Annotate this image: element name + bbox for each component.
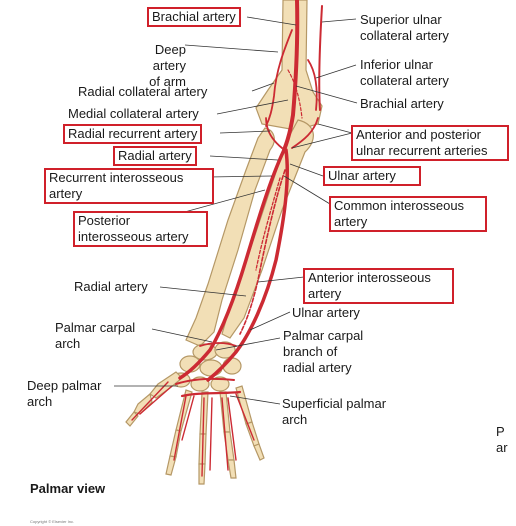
inferior-ulnar-collateral-path	[307, 59, 318, 111]
label-ulnar-artery-lower: Ulnar artery	[292, 305, 360, 320]
label-deep-artery-of-arm: Deep artery of arm	[149, 42, 186, 89]
label-superior-ulnar-collateral-artery: Superior ulnar collateral artery	[360, 12, 449, 43]
label-ulnar-artery-upper: Ulnar artery	[323, 166, 421, 186]
ulnar-recurrent-path	[291, 117, 319, 149]
radial-artery-path	[178, 148, 286, 380]
carpal-bones	[171, 341, 242, 392]
label-recurrent-interosseous-artery: Recurrent interosseous artery	[44, 168, 214, 204]
label-radial-collateral-artery: Radial collateral artery	[78, 84, 208, 99]
label-posterior-interosseous-artery: Posterior interosseous artery	[73, 211, 208, 247]
ulnar-artery-path	[206, 148, 289, 382]
superior-ulnar-collateral-path	[318, 5, 323, 111]
label-ant-post-ulnar-recurrent: Anterior and posterior ulnar recurrent a…	[351, 125, 509, 161]
label-palmar-carpal-arch: Palmar carpal arch	[55, 320, 136, 351]
label-radial-artery-lower: Radial artery	[74, 279, 148, 294]
superficial-palmar-arch-path	[180, 390, 242, 398]
label-anterior-interosseous-artery: Anterior interosseous artery	[303, 268, 454, 304]
radius	[185, 127, 275, 347]
leader-lines	[114, 16, 358, 405]
digital-arteries	[131, 381, 255, 477]
label-radial-artery-upper: Radial artery	[113, 146, 197, 166]
label-superficial-palmar-arch: Superficial palmar arch	[282, 396, 387, 427]
label-radial-recurrent-artery: Radial recurrent artery	[63, 124, 203, 144]
arteries	[131, 0, 323, 477]
brachial-artery-path	[282, 0, 300, 152]
deep-artery-path	[265, 29, 293, 127]
footer-credit: Copyright © Elsevier Inc.	[30, 519, 75, 524]
label-medial-collateral-artery: Medial collateral artery	[68, 106, 199, 121]
label-brachial-artery-top: Brachial artery	[147, 7, 241, 27]
label-deep-palmar-arch: Deep palmar arch	[27, 378, 102, 409]
caption-palmar-view: Palmar view	[30, 481, 106, 496]
medial-collateral-path	[287, 69, 303, 119]
label-cropped-right: P ar	[496, 424, 508, 455]
label-palmar-carpal-branch: Palmar carpal branch of radial artery	[283, 328, 364, 375]
humerus	[255, 0, 323, 131]
palmar-carpal-arch-path	[199, 342, 237, 347]
label-inferior-ulnar-collateral-artery: Inferior ulnar collateral artery	[360, 57, 449, 88]
posterior-interosseous-path	[255, 177, 281, 271]
finger-bones	[165, 385, 265, 485]
label-brachial-artery-right: Brachial artery	[360, 96, 444, 111]
radial-recurrent-path	[265, 117, 283, 149]
label-common-interosseous-artery: Common interosseous artery	[329, 196, 487, 232]
interosseous-path	[239, 169, 286, 335]
deep-palmar-arch-path	[175, 377, 235, 385]
